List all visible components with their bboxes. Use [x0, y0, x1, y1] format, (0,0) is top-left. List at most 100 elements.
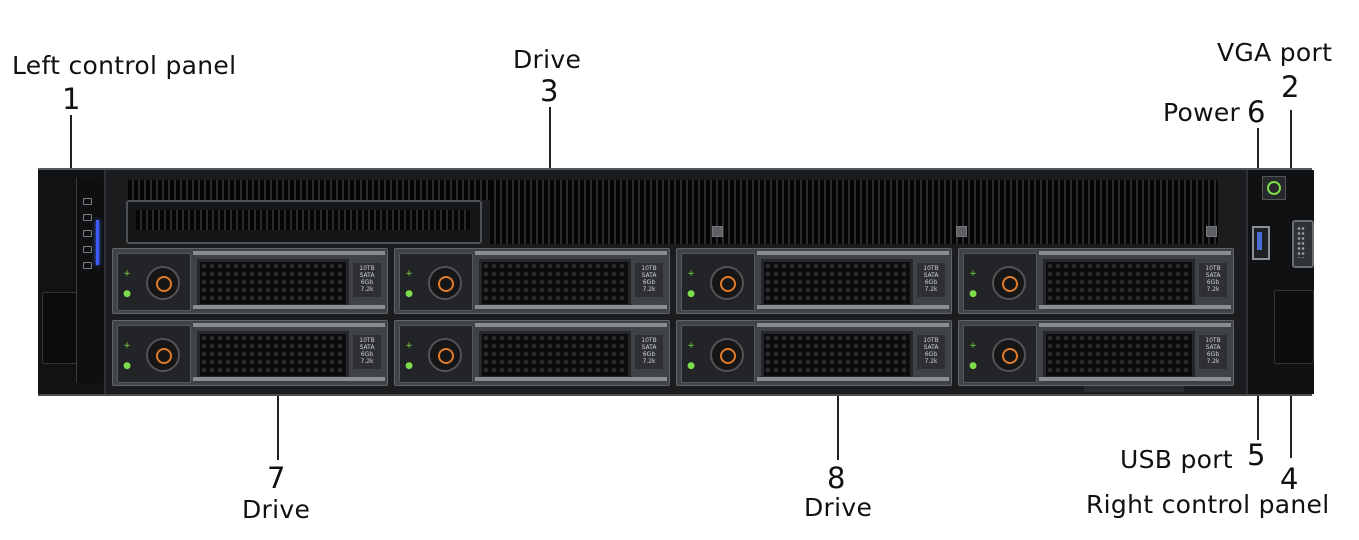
carrier-rail: [1039, 305, 1231, 309]
carrier-rail: [475, 305, 667, 309]
leader-line-7: [277, 345, 279, 460]
right-handle: [1274, 290, 1314, 364]
latch-marker: [1206, 226, 1217, 237]
drive-release-tab[interactable]: +●: [963, 325, 1037, 383]
drive-activity-led-icon: +●: [969, 341, 977, 371]
carrier-rail: [757, 323, 949, 327]
drive-release-button-icon[interactable]: [428, 338, 462, 372]
vga-port-label: VGA port: [1217, 38, 1333, 67]
drive-activity-led-icon: +●: [405, 341, 413, 371]
power-button-icon[interactable]: [1262, 176, 1286, 200]
drive-release-button-icon[interactable]: [146, 266, 180, 300]
status-indicator-icon: [83, 262, 92, 269]
status-indicator-icon: [83, 198, 92, 205]
drive-release-button-icon[interactable]: [710, 338, 744, 372]
carrier-rail: [757, 377, 949, 381]
latch-marker: [956, 226, 967, 237]
carrier-rail: [1039, 251, 1231, 255]
vga-port[interactable]: [1292, 220, 1314, 268]
drive-grille: [761, 259, 913, 307]
drive-release-button-icon[interactable]: [710, 266, 744, 300]
service-tag: [1084, 386, 1184, 392]
carrier-rail: [1039, 323, 1231, 327]
callout-number-1: 1: [62, 82, 81, 116]
drive-grille: [1043, 259, 1195, 307]
drive-release-button-icon[interactable]: [428, 266, 462, 300]
power-label: Power: [1163, 98, 1241, 127]
leader-line-1: [70, 115, 72, 185]
latch-marker: [712, 226, 723, 237]
drive-release-tab[interactable]: +●: [681, 253, 755, 311]
leader-line-4: [1290, 368, 1292, 458]
carrier-rail: [757, 251, 949, 255]
carrier-rail: [193, 323, 385, 327]
carrier-rail: [475, 251, 667, 255]
leader-line-6: [1257, 128, 1259, 176]
left-control-panel-label: Left control panel: [12, 51, 237, 80]
drive-bottom-left-label: Drive: [242, 495, 311, 524]
drive-release-button-icon[interactable]: [146, 338, 180, 372]
callout-number-8: 8: [827, 461, 846, 495]
carrier-rail: [193, 305, 385, 309]
callout-number-3: 3: [540, 74, 559, 108]
callout-number-7: 7: [267, 461, 286, 495]
drive-activity-led-icon: +●: [969, 269, 977, 299]
drive-grille: [479, 259, 631, 307]
slot-vent: [136, 210, 470, 230]
callout-number-5: 5: [1247, 438, 1266, 472]
drive-release-button-icon[interactable]: [992, 338, 1026, 372]
carrier-rail: [193, 251, 385, 255]
drive-release-tab[interactable]: +●: [117, 253, 191, 311]
right-control-panel-label: Right control panel: [1086, 490, 1330, 519]
left-handle: [42, 292, 80, 364]
drive-grille: [197, 331, 349, 379]
drive-grille: [197, 259, 349, 307]
drive-activity-led-icon: +●: [687, 269, 695, 299]
carrier-rail: [193, 377, 385, 381]
left-control-panel: [76, 178, 103, 383]
drive-release-tab[interactable]: +●: [399, 325, 473, 383]
drive-release-button-icon[interactable]: [992, 266, 1026, 300]
drive-activity-led-icon: +●: [123, 341, 131, 371]
carrier-rail: [757, 305, 949, 309]
optical-drive-slot: [126, 200, 482, 244]
left-ear: [38, 170, 106, 394]
drive-grille: [761, 331, 913, 379]
drive-top-label: Drive: [513, 45, 582, 74]
drive-activity-led-icon: +●: [687, 341, 695, 371]
usb-port[interactable]: [1252, 226, 1270, 260]
health-led-bar: [96, 220, 99, 265]
callout-number-2: 2: [1281, 70, 1300, 104]
usb-port-label: USB port: [1120, 445, 1233, 474]
status-indicator-icon: [83, 230, 92, 237]
drive-grille: [1043, 331, 1195, 379]
callout-number-6: 6: [1247, 95, 1266, 129]
drive-release-tab[interactable]: +●: [681, 325, 755, 383]
drive-activity-led-icon: +●: [405, 269, 413, 299]
carrier-rail: [475, 323, 667, 327]
ventilation-grille: [490, 180, 1218, 244]
drive-release-tab[interactable]: +●: [117, 325, 191, 383]
leader-line-8: [837, 345, 839, 460]
drive-release-tab[interactable]: +●: [963, 253, 1037, 311]
status-indicator-icon: [83, 214, 92, 221]
drive-release-tab[interactable]: +●: [399, 253, 473, 311]
drive-grille: [479, 331, 631, 379]
right-control-panel: [1246, 170, 1314, 394]
